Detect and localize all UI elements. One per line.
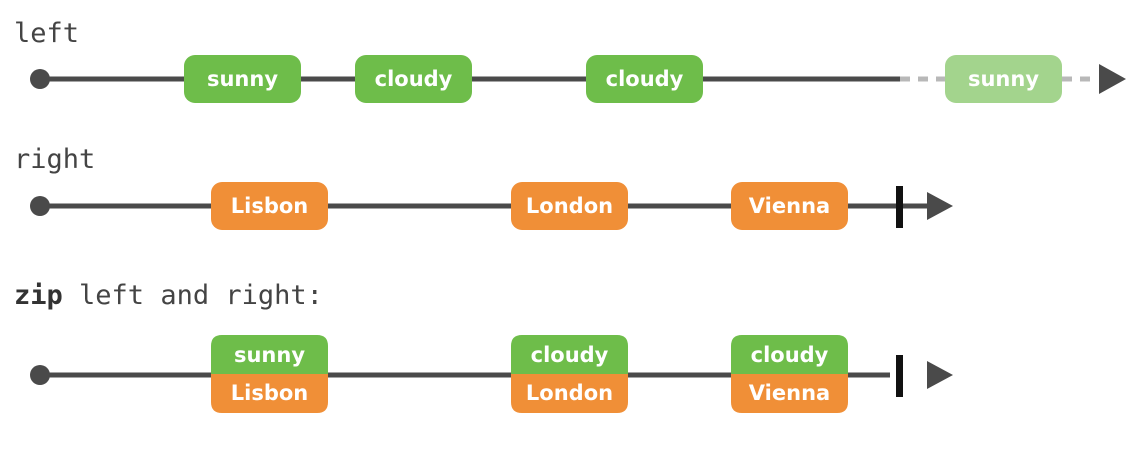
completion-bar-icon [896,186,903,228]
marble-label: cloudy [375,67,453,91]
marble: Vienna [731,182,848,230]
arrow-head-icon [927,192,953,220]
zipped-marble-top-label: sunny [234,343,305,367]
zipped-marble: sunny Lisbon [211,335,328,413]
zip-keyword: zip [14,280,63,311]
marble-label: Lisbon [231,194,309,218]
marble: London [511,182,628,230]
zipped-marble-top-label: cloudy [751,343,829,367]
marble-label: sunny [968,67,1039,91]
zip-operator-label: zip left and right: [14,280,323,311]
zip-stream: sunny Lisbon cloudy London cloudy Vienna [30,335,953,413]
marble-label: Vienna [749,194,830,218]
marble: cloudy [355,55,472,103]
marble: cloudy [586,55,703,103]
start-dot-icon [30,196,50,216]
zipped-marble-bottom-label: Lisbon [231,381,309,405]
zipped-marble-bottom-label: London [526,381,613,405]
marble-label: London [526,194,613,218]
arrow-head-icon [927,361,953,389]
start-dot-icon [30,365,50,385]
left-stream: sunny cloudy cloudy sunny [30,55,1126,103]
marble-faded: sunny [945,55,1062,103]
arrow-head-icon [1099,64,1126,94]
zipped-marble: cloudy Vienna [731,335,848,413]
marble: Lisbon [211,182,328,230]
marble-label: sunny [207,67,278,91]
left-stream-label: left [14,18,79,49]
right-stream-label: right [14,144,95,175]
zipped-marble: cloudy London [511,335,628,413]
zipped-marble-top-label: cloudy [531,343,609,367]
marble: sunny [184,55,301,103]
completion-bar-icon [896,355,903,397]
right-stream: Lisbon London Vienna [30,182,953,230]
zip-label-rest: left and right: [63,280,323,311]
zipped-marble-bottom-label: Vienna [749,381,830,405]
start-dot-icon [30,69,50,89]
marble-label: cloudy [606,67,684,91]
